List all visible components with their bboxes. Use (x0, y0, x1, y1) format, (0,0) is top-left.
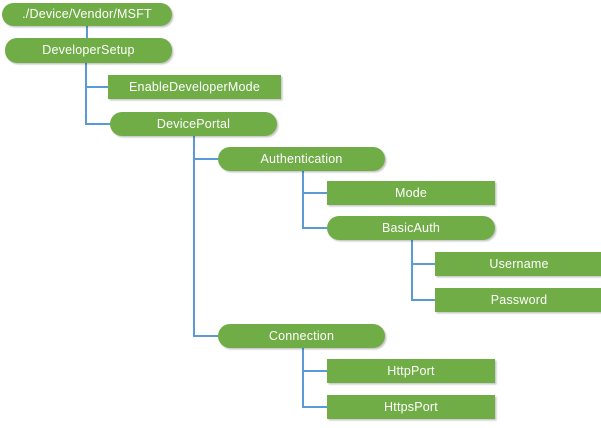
node-mode[interactable]: Mode (327, 181, 495, 205)
node-deviceportal[interactable]: DevicePortal (110, 112, 277, 136)
node-httpsport[interactable]: HttpsPort (327, 395, 495, 419)
connector-basicauth-to-username (411, 263, 436, 265)
connector-root-to-developersetup (86, 25, 88, 38)
node-connection[interactable]: Connection (218, 324, 385, 348)
connector-developersetup-to-enabledevelopermode (85, 86, 108, 88)
node-httpport[interactable]: HttpPort (327, 359, 495, 383)
connector-connection-to-httpport (302, 370, 328, 372)
connector-trunk-basicauth (411, 240, 413, 300)
node-enabledevelopermode[interactable]: EnableDeveloperMode (108, 75, 281, 99)
connector-deviceportal-to-authentication (193, 158, 219, 160)
connector-deviceportal-to-connection (193, 335, 219, 337)
node-username[interactable]: Username (435, 252, 601, 276)
node-developersetup-label: DeveloperSetup (42, 43, 135, 58)
node-mode-label: Mode (394, 185, 428, 200)
node-httpsport-label: HttpsPort (384, 399, 438, 414)
node-basicauth[interactable]: BasicAuth (327, 216, 495, 240)
connector-basicauth-to-password (411, 299, 436, 301)
node-password[interactable]: Password (435, 288, 601, 312)
connector-connection-to-httpsport (302, 406, 328, 408)
connector-developersetup-to-deviceportal (85, 123, 111, 125)
connector-authentication-to-mode (302, 192, 328, 194)
node-username-label: Username (489, 256, 549, 271)
connector-authentication-to-basicauth (302, 227, 328, 229)
connector-trunk-deviceportal (193, 136, 195, 337)
node-authentication-label: Authentication (260, 151, 343, 166)
node-password-label: Password (490, 292, 548, 307)
node-basicauth-label: BasicAuth (381, 220, 441, 235)
node-httpport-label: HttpPort (387, 363, 435, 378)
node-root[interactable]: ./Device/Vendor/MSFT (2, 3, 172, 26)
connector-trunk-connection (302, 348, 304, 407)
connector-trunk-authentication (302, 171, 304, 229)
node-developersetup[interactable]: DeveloperSetup (5, 38, 172, 63)
node-authentication[interactable]: Authentication (218, 147, 385, 171)
node-deviceportal-label: DevicePortal (156, 116, 231, 131)
node-root-label: ./Device/Vendor/MSFT (22, 7, 152, 22)
connector-trunk-developersetup (85, 63, 87, 124)
node-enabledevelopermode-label: EnableDeveloperMode (129, 79, 260, 94)
node-connection-label: Connection (268, 328, 335, 343)
